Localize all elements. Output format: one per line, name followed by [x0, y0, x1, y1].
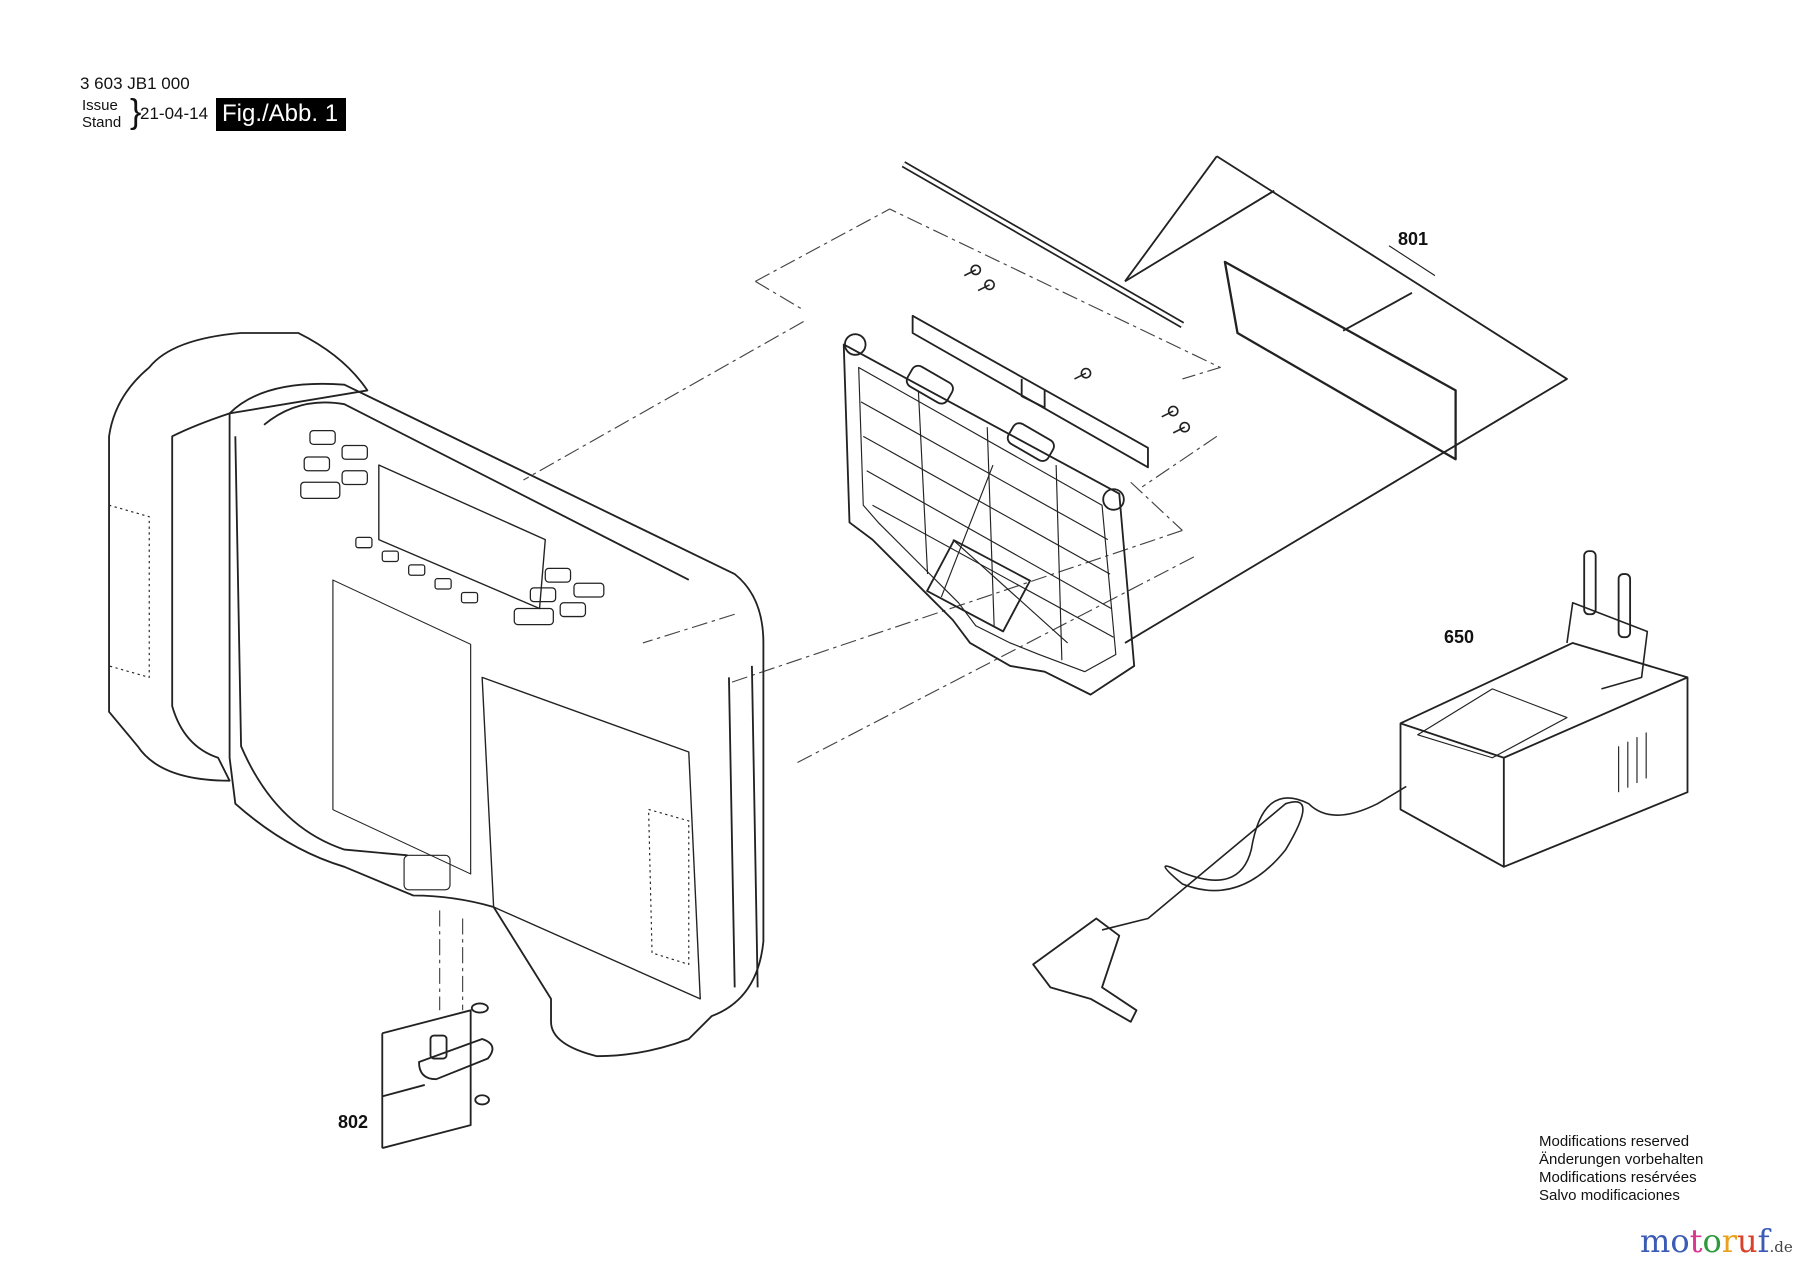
watermark-letter: r [1721, 1222, 1738, 1260]
notice-line: Änderungen vorbehalten [1539, 1151, 1704, 1168]
stand-label: Stand [82, 114, 122, 131]
part-802-foot-assembly [381, 1002, 494, 1149]
antenna-rod [901, 161, 1185, 328]
watermark-suffix: .de [1769, 1238, 1793, 1256]
callout-650: 650 [1444, 627, 1475, 647]
radio-main-unit [108, 332, 765, 1058]
watermark-logo: motoruf.de [1640, 1222, 1793, 1260]
notice-line: Modifications resérvées [1539, 1169, 1697, 1186]
brace-glyph: } [130, 93, 142, 131]
watermark-letter: f [1757, 1222, 1770, 1260]
issue-date: 21-04-14 [140, 104, 209, 123]
watermark-letter: o [1670, 1222, 1690, 1260]
screws [963, 264, 1191, 434]
part-650-charger [1032, 550, 1689, 1023]
issue-stand-label: Issue Stand [82, 97, 121, 131]
callout-802: 802 [338, 1112, 369, 1132]
callout-801: 801 [1398, 229, 1429, 249]
modifications-notice: Modifications reserved Änderungen vorbeh… [1539, 1133, 1703, 1205]
assembly-dash-lines [439, 208, 1221, 1011]
watermark-letter: m [1640, 1222, 1671, 1260]
figure-label: Fig./Abb. 1 [216, 98, 347, 131]
watermark-letter: t [1689, 1222, 1703, 1260]
notice-line: Modifications reserved [1539, 1133, 1690, 1150]
watermark-letter: o [1702, 1222, 1722, 1260]
watermark-letter: u [1737, 1222, 1758, 1260]
part-801-packaging [1124, 155, 1568, 644]
issue-label: Issue [82, 97, 118, 114]
notice-line: Salvo modificaciones [1539, 1187, 1680, 1204]
part-number: 3 603 JB1 000 [80, 74, 190, 93]
battery-cover-plate [842, 333, 1136, 696]
mounting-bracket [911, 314, 1149, 469]
